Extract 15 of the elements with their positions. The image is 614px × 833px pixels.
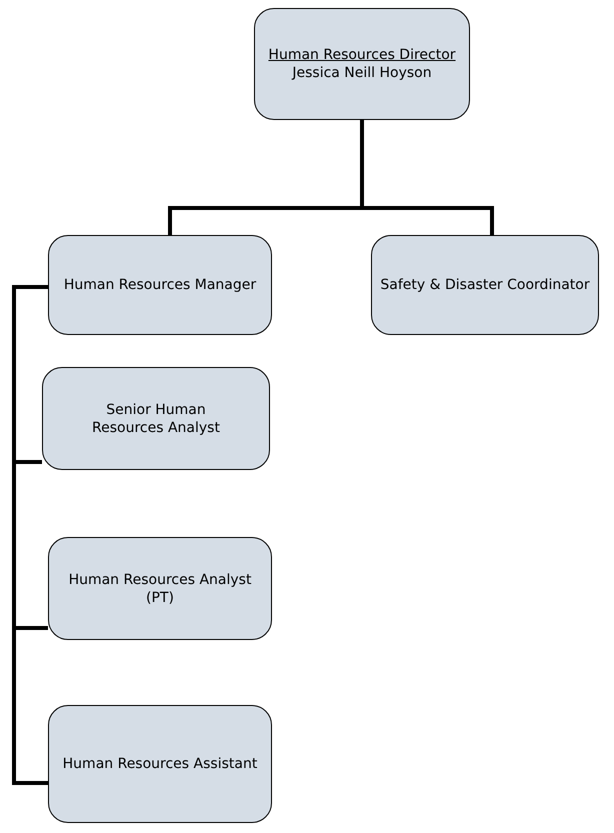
position-text: Senior Human Resources Analyst (91, 400, 221, 436)
position-text: Safety & Disaster Coordinator (380, 276, 590, 294)
position-box (254, 8, 470, 120)
position-text: Human Resources Analyst (PT) (68, 570, 252, 606)
position-box (48, 537, 272, 640)
position-box (48, 235, 272, 335)
connector-line (12, 285, 48, 785)
connector-line (360, 120, 494, 235)
position-text: Human Resources Assistant (62, 755, 258, 773)
position-text: Human Resources Manager (64, 276, 256, 294)
job-title: Human Resources Director (268, 46, 456, 64)
position-text: Jessica Neill Hoyson (292, 64, 432, 82)
position-box (48, 705, 272, 823)
position-box (42, 367, 270, 470)
position-box (371, 235, 599, 335)
